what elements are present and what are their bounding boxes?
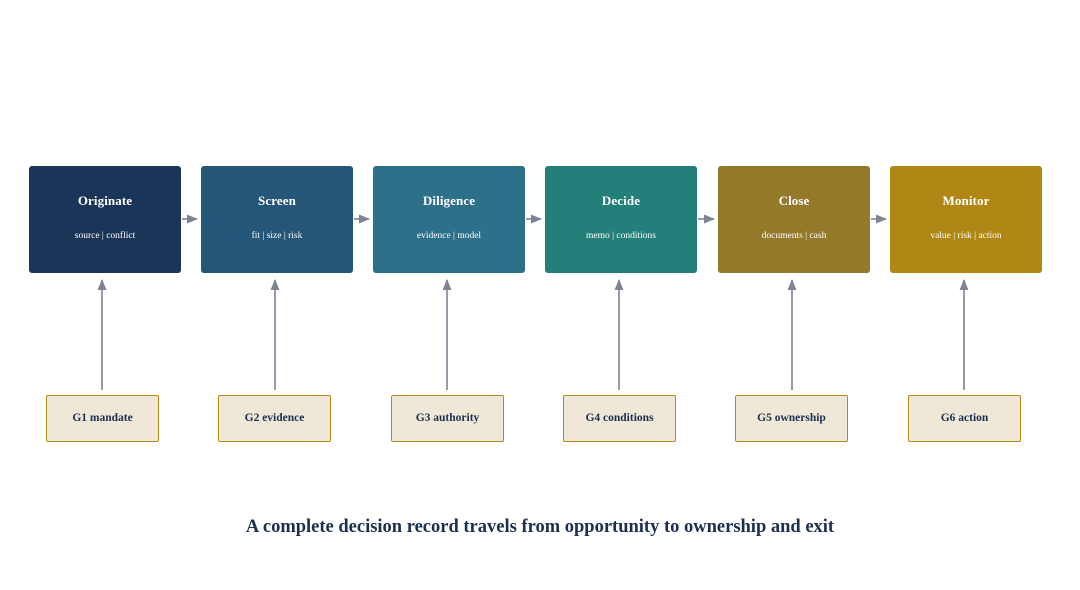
gate-g1: G1 mandate: [46, 395, 159, 442]
gate-g6: G6 action: [908, 395, 1021, 442]
diagram-caption: A complete decision record travels from …: [245, 517, 835, 537]
stage-subtitle: evidence | model: [416, 231, 482, 241]
stage-subtitle: documents | cash: [761, 231, 827, 241]
stage-subtitle: value | risk | action: [930, 231, 1002, 241]
stage-monitor: Monitor value | risk | action: [890, 166, 1042, 273]
stage-subtitle: source | conflict: [74, 231, 136, 241]
stage-screen: Screen fit | size | risk: [201, 166, 353, 273]
stage-close: Close documents | cash: [718, 166, 870, 273]
stage-title: Close: [778, 193, 810, 208]
stage-decide: Decide memo | conditions: [545, 166, 697, 273]
gate-g3: G3 authority: [391, 395, 504, 442]
stage-diligence: Diligence evidence | model: [373, 166, 525, 273]
stage-title: Monitor: [942, 193, 990, 208]
stage-subtitle: fit | size | risk: [251, 231, 303, 241]
stage-title: Diligence: [422, 193, 476, 208]
gate-g2: G2 evidence: [218, 395, 331, 442]
stage-title: Originate: [77, 193, 133, 208]
stage-title: Decide: [601, 193, 641, 208]
stage-subtitle: memo | conditions: [586, 231, 656, 241]
gate-g4: G4 conditions: [563, 395, 676, 442]
stage-title: Screen: [258, 193, 296, 208]
stage-originate: Originate source | conflict: [29, 166, 181, 273]
gate-g5: G5 ownership: [735, 395, 848, 442]
